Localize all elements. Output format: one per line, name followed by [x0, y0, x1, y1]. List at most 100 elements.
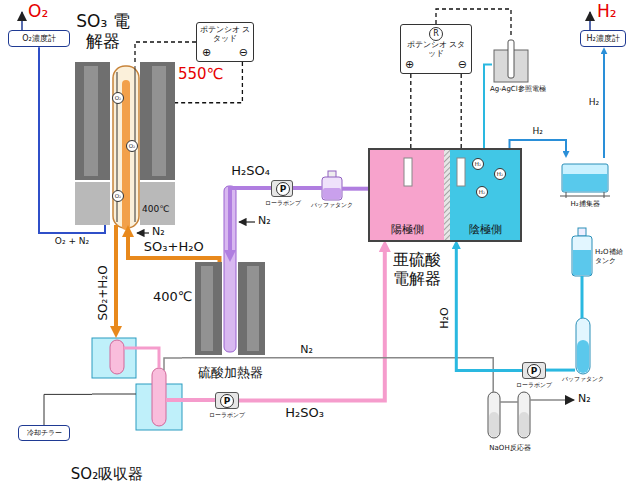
temperature-label: 550℃ — [178, 66, 223, 83]
roller-pump: Pローラポンプ — [522, 362, 546, 379]
pump-name: ローラポンプ — [512, 382, 556, 389]
acid-heater-furnace — [239, 221, 255, 222]
device-name: ポテンシオ スタッド — [406, 41, 466, 58]
product-gas: H₂ — [597, 2, 617, 21]
flow-label: H₂SO₃ — [284, 405, 325, 419]
pump-name: ローラポンプ — [261, 200, 305, 207]
temperature-label: 400℃ — [153, 290, 192, 304]
bubble-label: O₂ — [112, 92, 124, 104]
terminal-sign: ⊕ — [405, 59, 414, 72]
flow-label: SO₂+H₂O — [97, 264, 110, 321]
acid-heater-furnace — [247, 266, 259, 351]
hydrogen-collector — [563, 174, 607, 191]
signal-wire — [461, 74, 462, 150]
buffer-tank: バッファタンク — [322, 176, 342, 200]
so3-electrolyzer-furnace — [117, 72, 118, 222]
water-line — [546, 369, 575, 372]
so2-absorber-baths — [152, 368, 166, 426]
naoh-reactor-tubes — [530, 399, 574, 401]
gas-outlet-label: N₂ — [578, 393, 591, 405]
sulfurous-acid-cell — [444, 150, 450, 240]
unit-heading: SO₃ 電解器 — [75, 11, 131, 52]
flow-label: H₂O — [439, 307, 451, 330]
flow-label: H₂ — [532, 127, 544, 137]
sulfurous-acid-cell — [450, 150, 520, 240]
potentiostat-box: Rポテンシオ スタッド⊕ ⊖ — [400, 24, 472, 74]
water-line — [456, 248, 522, 370]
so2-absorber-baths — [110, 340, 124, 374]
temperature-label: 400℃ — [142, 205, 169, 215]
salt-bridge — [484, 64, 492, 150]
so3-electrolyzer-furnace — [140, 62, 175, 180]
naoh-reactor: NaOH反応器 — [486, 392, 534, 440]
so2-absorber-baths — [164, 358, 182, 370]
acid-line — [293, 186, 322, 190]
signal-wire — [135, 42, 196, 62]
pump-symbol: P — [527, 364, 541, 378]
so2-absorber-baths — [124, 348, 159, 368]
so2-line — [114, 225, 118, 327]
pump-symbol: P — [276, 182, 290, 196]
water-buffer-tank — [577, 340, 589, 373]
chamber-name: 陽極側 — [370, 224, 444, 237]
anode-chamber: 陽極側 — [370, 150, 444, 240]
so2-absorber-baths — [166, 398, 182, 402]
buffer-tank-bottle — [322, 171, 342, 200]
buffer-tank-bottle — [323, 188, 341, 199]
hydrogen-collector — [560, 164, 610, 198]
reference-electrode — [508, 40, 514, 78]
unit-heading: 亜硫酸 電解器 — [391, 250, 443, 288]
bubble-label: H₂ — [472, 158, 484, 170]
so2-absorber-baths — [92, 338, 136, 378]
reference-electrode: Ag-AgCl参照電極 — [492, 38, 530, 82]
water-buffer-tank — [576, 318, 590, 374]
unit-heading: 硫酸加熱器 — [190, 366, 270, 381]
so2-absorber-baths — [92, 338, 182, 430]
roller-pump: Pローラポンプ — [271, 180, 293, 197]
supply-tank: H₂O補給 タンク — [572, 228, 592, 276]
meter-box: O₂濃度計 — [8, 30, 70, 47]
nitrogen-line — [182, 358, 493, 392]
outlet-arrows — [589, 12, 591, 30]
water-buffer-tank — [576, 318, 590, 374]
terminal-sign: ⊕ — [202, 47, 211, 60]
pump-symbol: P — [220, 394, 234, 408]
signal-wire — [410, 74, 411, 150]
water-supply-tank — [578, 228, 586, 236]
sulfurous-acid-cell — [370, 150, 520, 240]
so2-absorber-baths — [92, 394, 136, 395]
tank-name: バッファタンク — [561, 376, 605, 383]
meter-name: O₂濃度計 — [14, 34, 64, 43]
hydrogen-line — [603, 53, 605, 158]
reference-electrode — [494, 40, 528, 82]
meter-name: H₂濃度計 — [586, 34, 620, 43]
acid-line — [230, 188, 271, 251]
unit-heading: SO₂吸収器 — [52, 466, 162, 483]
reference-mark: R — [429, 27, 443, 41]
buffer-tank-bottle — [322, 177, 342, 200]
sulfurous-acid-cell — [404, 158, 412, 186]
hydrogen-collector — [562, 164, 608, 192]
naoh-reactor-tubes — [488, 392, 574, 438]
bubble-label: O₂ — [126, 140, 138, 152]
sulfurous-acid-cell — [457, 158, 465, 186]
coolant-line — [44, 394, 92, 425]
chamber-name: 陰極側 — [450, 224, 520, 237]
gas-inlet-label: N₂ — [258, 215, 271, 227]
flow-label: H₂ — [588, 98, 600, 108]
flow-label: N₂ — [299, 344, 314, 356]
acid-heater-furnace — [238, 262, 265, 355]
flow-label: SO₃+H₂O — [143, 240, 205, 254]
so3-electrolyzer-furnace — [137, 232, 149, 233]
terminal-sign: ⊖ — [458, 59, 467, 72]
terminal-sign: ⊖ — [239, 47, 248, 60]
sulfurous-acid-cell — [370, 150, 444, 240]
heater-furnace: 硫酸加熱器 — [195, 262, 265, 355]
device-name: Ag-AgCl参照電極 — [490, 85, 546, 93]
electrolyzer-furnace: SO₃ 電解器 — [75, 62, 175, 225]
so3-electrolyzer-furnace — [75, 62, 110, 180]
so3-electrolyzer-furnace — [75, 182, 110, 225]
